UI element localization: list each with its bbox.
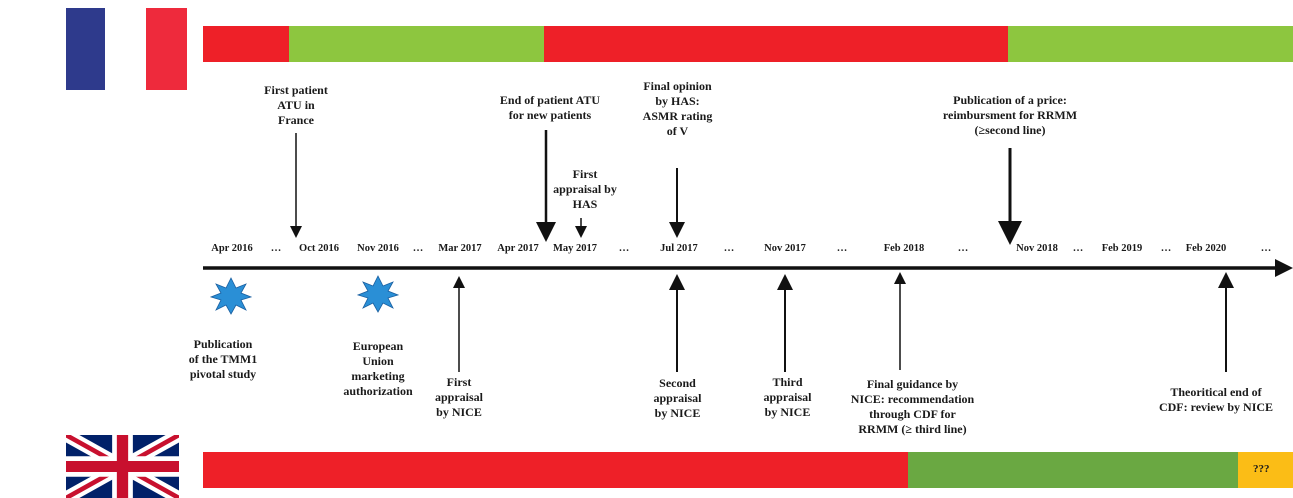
axis-date: … — [1160, 243, 1172, 254]
label-final-guidance-nice: Final guidance by NICE: recommendation t… — [850, 377, 975, 436]
uk-bar-unknown-label: ??? — [1253, 463, 1270, 475]
label-end-cdf: Theoritical end of CDF: review by NICE — [1158, 385, 1274, 414]
axis-date: … — [1072, 243, 1084, 254]
axis-date: … — [270, 243, 282, 254]
label-tmm1-publication: Publication of the TMM1 pivotal study — [188, 337, 258, 381]
uk-flag-icon — [66, 435, 179, 498]
starburst-icon-tmm1 — [209, 277, 253, 315]
uk-bar-segment-green — [908, 452, 1238, 488]
axis-date: … — [836, 243, 848, 254]
uk-bar-segment-red — [203, 452, 908, 488]
france-bar-segment-red-1 — [203, 26, 289, 62]
axis-date: Feb 2020 — [1185, 243, 1227, 254]
axis-date: Nov 2016 — [357, 243, 399, 254]
axis-date: Nov 2018 — [1016, 243, 1058, 254]
axis-date: Nov 2017 — [764, 243, 806, 254]
axis-date: May 2017 — [552, 243, 598, 254]
timeline-axis-arrowhead — [1275, 259, 1293, 277]
axis-date: Oct 2016 — [299, 243, 339, 254]
label-first-appraisal-has: First appraisal by HAS — [553, 167, 617, 211]
axis-date: Jul 2017 — [660, 243, 698, 254]
label-first-patient-atu: First patient ATU in France — [264, 83, 328, 127]
uk-bar-segment-yellow — [1238, 452, 1293, 488]
starburst-icon-eu-authorization — [356, 275, 400, 313]
label-second-appraisal-nice: Second appraisal by NICE — [653, 376, 702, 420]
label-third-appraisal-nice: Third appraisal by NICE — [763, 375, 812, 419]
label-first-appraisal-nice: First appraisal by NICE — [434, 375, 483, 419]
label-end-patient-atu: End of patient ATU for new patients — [499, 93, 601, 122]
label-final-opinion-has: Final opinion by HAS: ASMR rating of V — [642, 79, 713, 138]
axis-date: … — [1260, 243, 1272, 254]
axis-date: … — [957, 243, 969, 254]
label-eu-authorization: European Union marketing authorization — [343, 339, 413, 398]
france-bar-segment-green-2 — [1008, 26, 1293, 62]
france-flag-icon — [66, 8, 187, 90]
france-bar-segment-red-2 — [544, 26, 1008, 62]
axis-date: … — [412, 243, 424, 254]
label-price-publication: Publication of a price: reimbursment for… — [942, 93, 1078, 137]
france-bar-segment-green-1 — [289, 26, 544, 62]
axis-date: Mar 2017 — [438, 243, 482, 254]
axis-date: Apr 2016 — [211, 243, 253, 254]
axis-date: Feb 2019 — [1101, 243, 1143, 254]
axis-date: … — [723, 243, 735, 254]
axis-date: Apr 2017 — [497, 243, 539, 254]
axis-date: Feb 2018 — [883, 243, 925, 254]
axis-date: … — [618, 243, 630, 254]
